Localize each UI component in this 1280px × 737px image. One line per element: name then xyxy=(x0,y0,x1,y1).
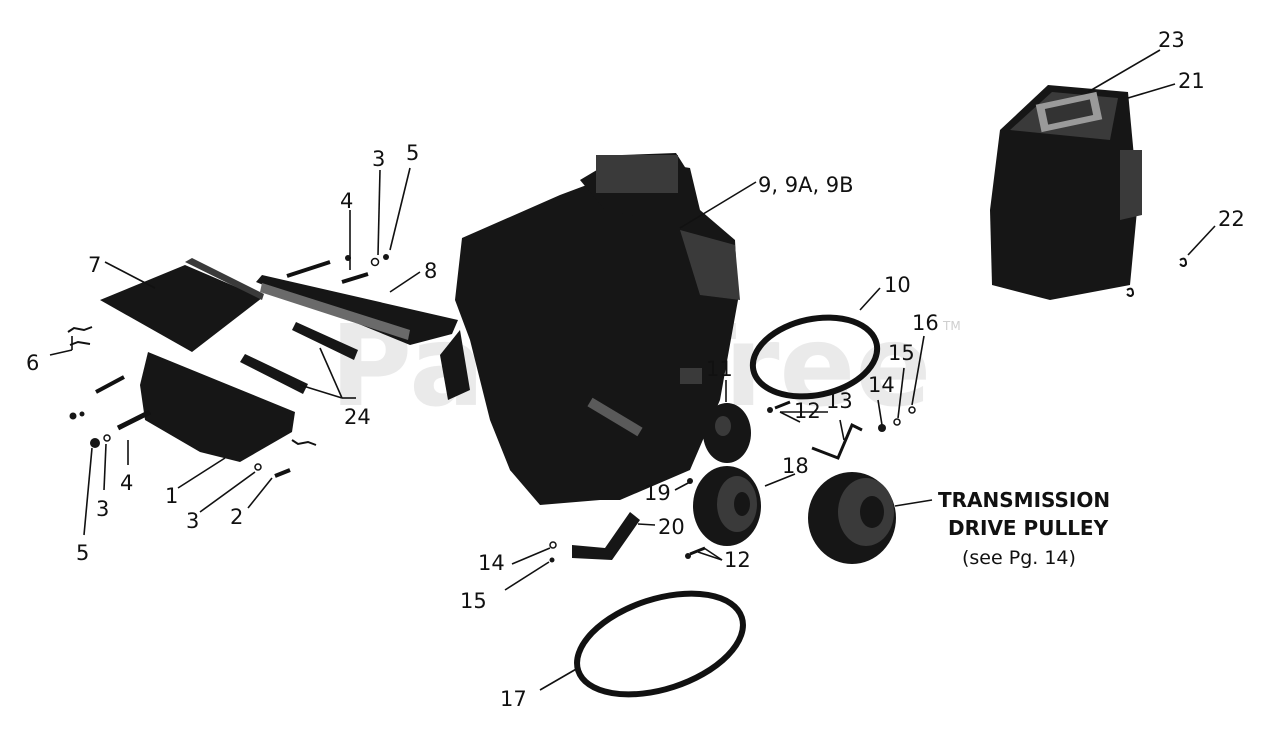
part-17-belt xyxy=(574,590,746,698)
note-line-3: (see Pg. 14) xyxy=(962,547,1076,569)
callout-4-bottom: 4 xyxy=(120,471,133,495)
callout-17: 17 xyxy=(500,687,527,711)
part-8-strip xyxy=(256,275,458,345)
transmission-drive-pulley xyxy=(808,472,896,564)
callout-24: 24 xyxy=(344,405,371,429)
part-7-plate xyxy=(100,258,264,352)
callout-4-top: 4 xyxy=(340,189,353,213)
part-10-belt xyxy=(749,314,881,400)
part-18-pulley xyxy=(693,466,761,546)
callout-3-mid: 3 xyxy=(96,497,109,521)
part-11-pulley xyxy=(703,403,751,463)
callout-16: 16 xyxy=(912,311,939,335)
callout-13: 13 xyxy=(826,389,853,413)
callout-3-bottom: 3 xyxy=(186,509,199,533)
callout-3-top: 3 xyxy=(372,147,385,171)
part-1-bracket xyxy=(140,352,295,462)
callout-21: 21 xyxy=(1178,69,1205,93)
callout-19: 19 xyxy=(644,481,671,505)
callout-10: 10 xyxy=(884,273,911,297)
callout-11: 11 xyxy=(706,357,733,381)
callout-20: 20 xyxy=(658,515,685,539)
note-line-2: DRIVE PULLEY xyxy=(948,516,1109,540)
callout-15-right: 15 xyxy=(888,341,915,365)
left-fasteners xyxy=(67,254,389,478)
callout-12-bottom: 12 xyxy=(724,548,751,572)
callout-1: 1 xyxy=(165,484,178,508)
part-9-engine xyxy=(440,153,740,505)
callout-7: 7 xyxy=(88,253,101,277)
leader-lines xyxy=(49,49,1216,691)
callout-12-top: 12 xyxy=(794,399,821,423)
right-fasteners xyxy=(549,400,916,563)
callout-6: 6 xyxy=(26,351,39,375)
part-24-plates xyxy=(240,322,358,394)
callout-22: 22 xyxy=(1218,207,1245,231)
callout-2: 2 xyxy=(230,505,243,529)
watermark-tm: TM xyxy=(942,319,961,333)
callout-23: 23 xyxy=(1158,28,1185,52)
callout-5-bottom: 5 xyxy=(76,541,89,565)
callout-18: 18 xyxy=(782,454,809,478)
callout-8: 8 xyxy=(424,259,437,283)
callout-14-bottom: 14 xyxy=(478,551,505,575)
callout-15-bottom: 15 xyxy=(460,589,487,613)
part-21-housing xyxy=(990,85,1142,300)
part-13-wire xyxy=(811,422,863,460)
callout-14-right: 14 xyxy=(868,373,895,397)
part-20-bracket xyxy=(572,512,640,560)
callout-5-top: 5 xyxy=(406,141,419,165)
note-line-1: TRANSMISSION xyxy=(938,488,1110,512)
part-22-hooks xyxy=(1126,257,1188,297)
callout-9: 9, 9A, 9B xyxy=(758,173,854,197)
